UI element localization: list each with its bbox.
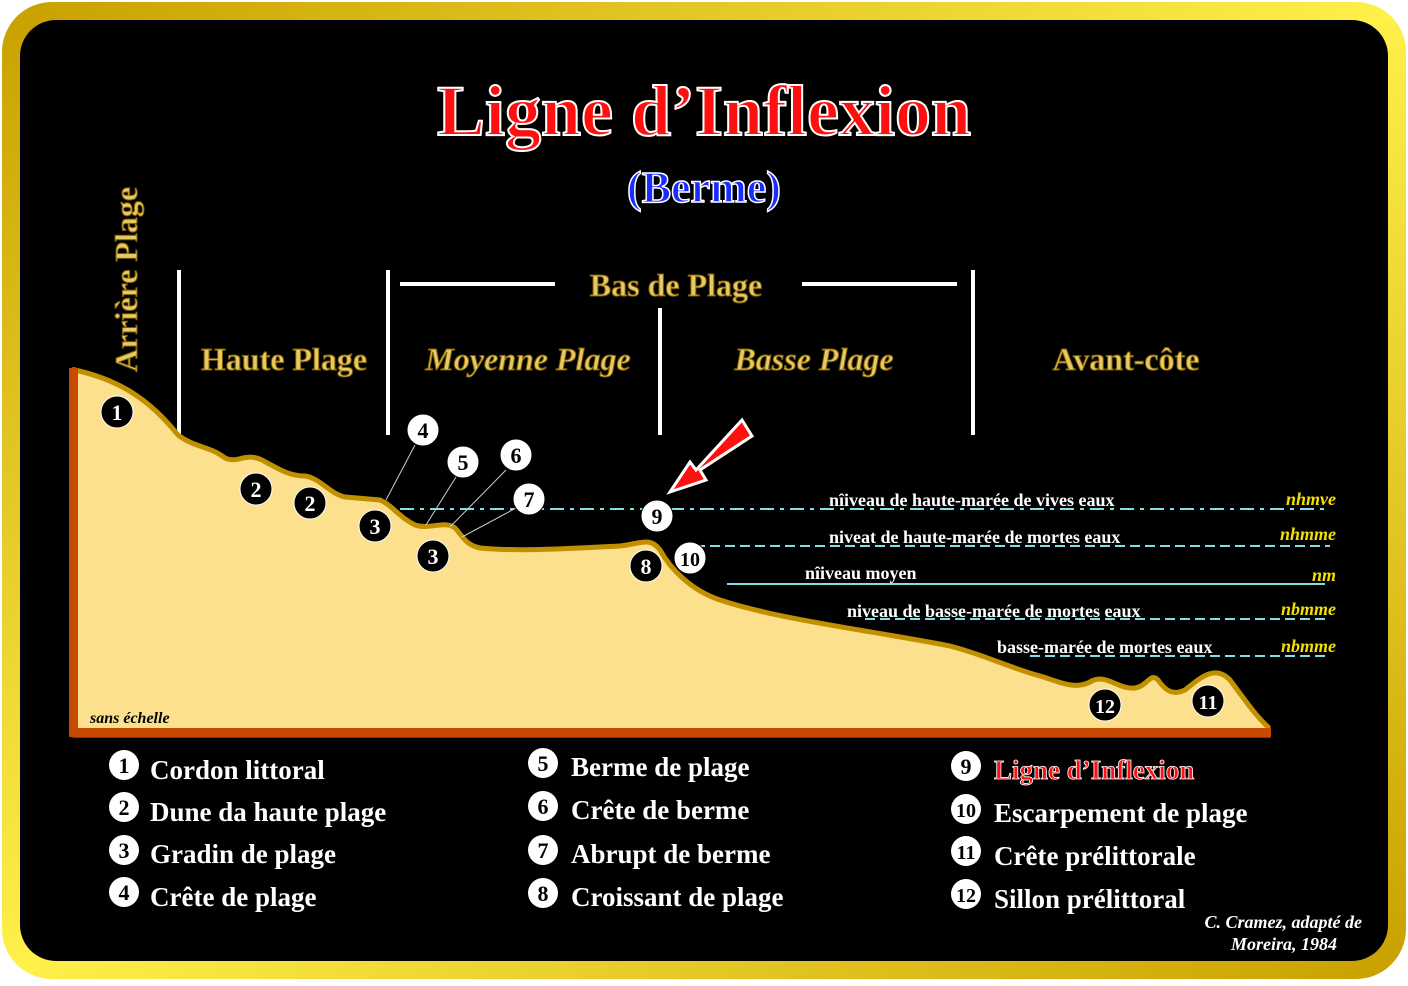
legend-item: 11 Crête prélittorale xyxy=(951,836,1196,871)
svg-text:2: 2 xyxy=(305,491,316,516)
svg-text:4: 4 xyxy=(119,880,130,905)
zone-avant-cote: Avant-côte xyxy=(1053,341,1200,377)
svg-text:Cordon littoral: Cordon littoral xyxy=(150,755,325,785)
marker-10: 10 xyxy=(673,541,707,575)
svg-text:10: 10 xyxy=(680,549,700,571)
level-label: nîiveau moyen xyxy=(805,563,917,583)
level-label: nîiveau de haute-marée de vives eaux xyxy=(829,490,1114,510)
credit-line-2: Moreira, 1984 xyxy=(1230,934,1337,954)
base-line xyxy=(69,728,1271,737)
svg-text:Crête prélittorale: Crête prélittorale xyxy=(994,841,1196,871)
svg-text:5: 5 xyxy=(538,751,549,776)
marker-9: 9 xyxy=(640,499,674,533)
legend-item: 4 Crête de plage xyxy=(109,877,316,912)
legend-item: 12 Sillon prélittoral xyxy=(951,879,1186,914)
level-abbr: nhmme xyxy=(1280,524,1336,544)
svg-text:11: 11 xyxy=(957,842,976,864)
zone-arriere-plage: Arrière Plage xyxy=(108,187,144,372)
level-abbr: nbmme xyxy=(1281,636,1336,656)
marker-11: 11 xyxy=(1191,684,1225,718)
svg-text:Abrupt de berme: Abrupt de berme xyxy=(571,839,770,869)
scale-note: sans échelle xyxy=(89,710,170,727)
marker-2: 2 xyxy=(239,472,273,506)
svg-text:1: 1 xyxy=(112,400,123,425)
svg-text:10: 10 xyxy=(956,800,976,822)
zone-dividers xyxy=(177,270,975,435)
marker-7: 7 xyxy=(512,482,546,516)
marker-6: 6 xyxy=(499,438,533,472)
marker-3: 3 xyxy=(358,509,392,543)
marker-8: 8 xyxy=(629,549,663,583)
svg-text:11: 11 xyxy=(1199,692,1218,714)
svg-text:7: 7 xyxy=(538,838,549,863)
water-levels xyxy=(400,508,1330,657)
sand-profile xyxy=(72,366,1271,738)
svg-text:6: 6 xyxy=(538,794,549,819)
zone-haute-plage: Haute Plage xyxy=(201,341,367,377)
legend-item: 2 Dune da haute plage xyxy=(109,792,386,827)
legend-item: 7 Abrupt de berme xyxy=(528,835,770,869)
svg-text:8: 8 xyxy=(538,881,549,906)
legend-item: 5 Berme de plage xyxy=(528,748,749,782)
svg-text:3: 3 xyxy=(428,544,439,569)
svg-text:Crête de berme: Crête de berme xyxy=(571,795,749,825)
level-label: niveat de haute-marée de mortes eaux xyxy=(829,527,1120,547)
svg-text:2: 2 xyxy=(251,477,262,502)
svg-text:9: 9 xyxy=(652,504,663,529)
legend-item: 6 Crête de berme xyxy=(528,791,749,825)
marker-1: 1 xyxy=(100,395,134,429)
svg-text:4: 4 xyxy=(418,418,429,443)
svg-text:Dune da haute plage: Dune da haute plage xyxy=(150,797,386,827)
svg-text:Sillon prélittoral: Sillon prélittoral xyxy=(994,884,1186,914)
svg-text:7: 7 xyxy=(524,487,535,512)
legend-item: 8 Croissant de plage xyxy=(528,878,784,912)
level-abbr: nbmme xyxy=(1281,599,1336,619)
svg-text:3: 3 xyxy=(119,838,130,863)
svg-text:3: 3 xyxy=(370,514,381,539)
left-edge xyxy=(69,368,78,736)
svg-text:1: 1 xyxy=(119,753,130,778)
svg-text:Ligne d’Inflexion: Ligne d’Inflexion xyxy=(994,755,1194,785)
legend-item: 1 Cordon littoral xyxy=(109,750,325,785)
legend-item: 9 Ligne d’Inflexion xyxy=(951,751,1195,785)
svg-text:2: 2 xyxy=(119,795,130,820)
svg-text:6: 6 xyxy=(511,443,522,468)
zone-moyenne-plage: Moyenne Plage xyxy=(424,341,630,377)
level-label: basse-marée de mortes eaux xyxy=(997,637,1212,657)
zone-bas-de-plage: Bas de Plage xyxy=(590,267,762,303)
legend-item: 10 Escarpement de plage xyxy=(951,794,1247,828)
subtitle: (Berme) xyxy=(627,163,781,212)
level-label: niveau de basse-marée de mortes eaux xyxy=(847,601,1140,621)
svg-text:Berme de plage: Berme de plage xyxy=(571,752,749,782)
svg-text:12: 12 xyxy=(1095,696,1115,718)
level-abbr: nm xyxy=(1312,565,1336,585)
marker-12: 12 xyxy=(1088,688,1122,722)
svg-text:Escarpement de plage: Escarpement de plage xyxy=(994,798,1247,828)
legend-item: 3 Gradin de plage xyxy=(109,835,336,869)
marker-3: 3 xyxy=(416,539,450,573)
svg-text:Gradin de plage: Gradin de plage xyxy=(150,839,336,869)
title: Ligne d’Inflexion xyxy=(437,71,971,151)
svg-text:Crête de plage: Crête de plage xyxy=(150,882,316,912)
zone-basse-plage: Basse Plage xyxy=(733,341,893,377)
svg-text:Croissant de plage: Croissant de plage xyxy=(571,882,784,912)
svg-text:5: 5 xyxy=(458,450,469,475)
credit-line-1: C. Cramez, adapté de xyxy=(1205,912,1363,932)
marker-2: 2 xyxy=(293,486,327,520)
svg-text:8: 8 xyxy=(641,554,652,579)
leader-lines xyxy=(385,444,517,538)
svg-text:12: 12 xyxy=(956,885,976,907)
marker-4: 4 xyxy=(406,413,440,447)
level-abbr: nhmve xyxy=(1286,489,1336,509)
inflexion-arrow-icon xyxy=(666,417,755,495)
svg-text:9: 9 xyxy=(961,754,972,779)
marker-5: 5 xyxy=(446,445,480,479)
